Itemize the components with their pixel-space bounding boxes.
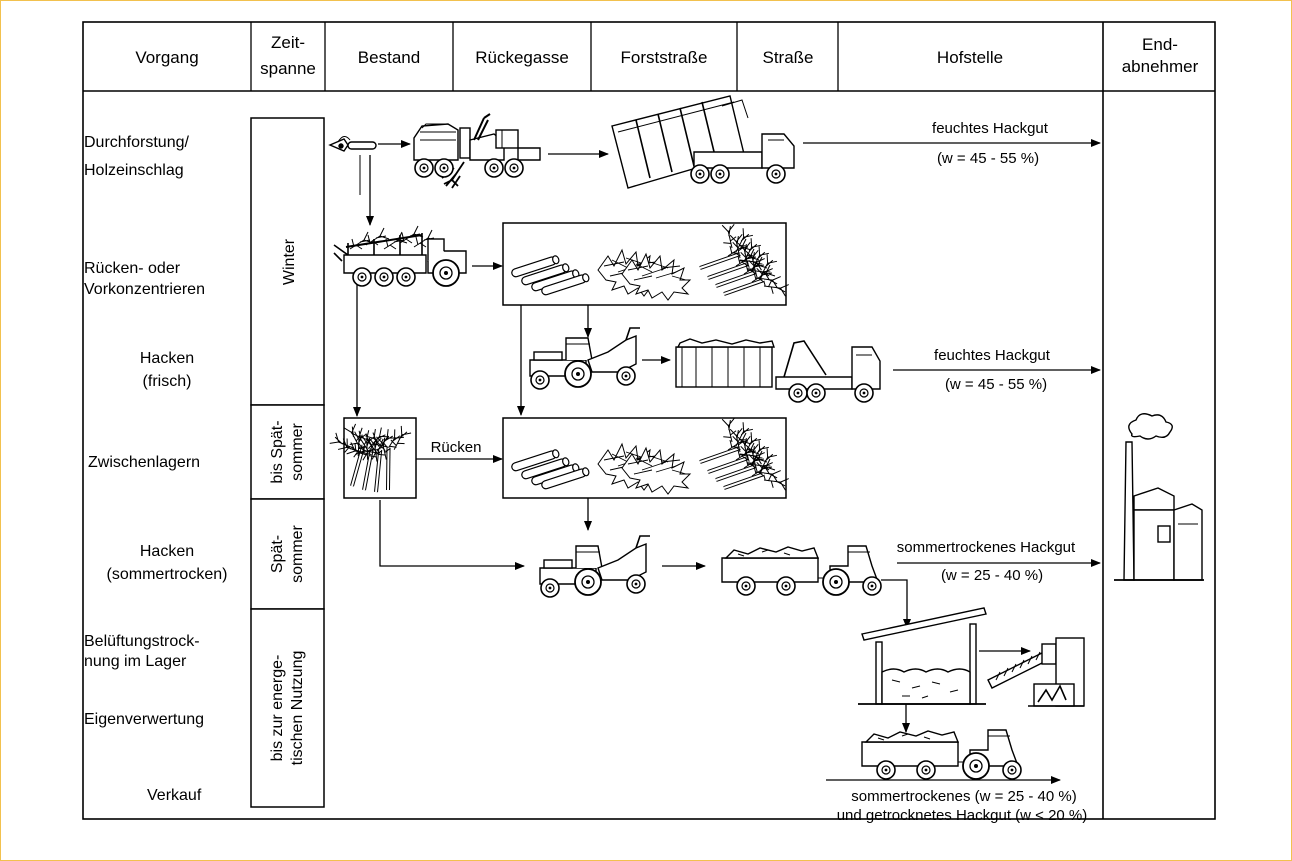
arrow-pile-to-chipper [379,500,525,570]
row-hacken-frisch-1: Hacken [140,350,194,367]
header-hofstelle: Hofstelle [937,48,1003,67]
label-sommertrockenes-hackgut: sommertrockenes Hackgut [897,539,1076,556]
period-bis-spaetsommer-1: bis Spät- [269,420,286,483]
row-durchforstung-1: Durchforstung/ [84,134,189,151]
tractor-trailer-icon [721,545,882,596]
period-column [250,117,325,808]
row-eigenverwertung: Eigenverwertung [84,711,204,728]
container-hooklift-icon [675,338,881,403]
header-bestand: Bestand [358,48,420,67]
tractor-chipper-icon-2 [539,535,650,598]
label-feuchtes-hackgut-1: feuchtes Hackgut [932,120,1049,137]
period-winter: Winter [281,238,298,285]
label-feuchtes-hackgut-2-w: (w = 45 - 55 %) [945,376,1047,393]
header-strasse: Straße [762,48,813,67]
row-hacken-frisch-2: (frisch) [143,373,192,390]
forwarder-icon [333,225,467,287]
period-spaetsommer-1: Spät- [269,535,286,573]
header-endabnehmer-1: End- [1142,35,1178,54]
period-bis-zur-2: tischen Nutzung [289,651,306,766]
row-belueftung-2: nung im Lager [84,653,187,670]
label-verkauf-1: sommertrockenes (w = 25 - 40 %) [851,788,1077,805]
row-durchforstung-2: Holzeinschlag [84,162,184,179]
row-zwischenlagern: Zwischenlagern [88,454,200,471]
power-plant-icon [1114,413,1204,581]
period-spaetsommer-2: sommer [289,524,306,582]
header-zeitspanne-2: spanne [260,59,316,78]
tractor-chipper-icon [529,327,640,390]
flow-arrows [353,139,1101,784]
row-hacken-sommer-1: Hacken [140,543,194,560]
header-rueckegasse: Rückegasse [475,48,569,67]
header-forststrasse: Forststraße [621,48,708,67]
chainsaw-icon [328,136,377,152]
label-feuchtes-hackgut-2: feuchtes Hackgut [934,347,1051,364]
container-truck-icon [611,95,795,189]
row-ruecken-2: Vorkonzentrieren [84,281,205,298]
label-verkauf-2: und getrocknetes Hackgut (w < 20 %) [837,807,1088,824]
header-zeitspanne-1: Zeit- [271,33,305,52]
label-ruecken: Rücken [431,439,482,456]
storage-shed-icon [858,607,987,705]
row-belueftung-1: Belüftungstrock- [84,633,200,650]
table-grid [82,21,1216,820]
harvester-icon [413,113,541,189]
header-vorgang: Vorgang [135,48,198,67]
arrow-trailer-to-shed [881,579,911,629]
period-bis-zur-1: bis zur energe- [269,655,286,762]
tractor-trailer-icon-2 [861,729,1022,780]
label-feuchtes-hackgut-1-w: (w = 45 - 55 %) [937,150,1039,167]
row-hacken-sommer-2: (sommertrocken) [107,566,228,583]
row-verkauf: Verkauf [147,787,202,804]
row-ruecken-1: Rücken- oder [84,260,181,277]
period-bis-spaetsommer-2: sommer [289,422,306,480]
label-sommertrockenes-w: (w = 25 - 40 %) [941,567,1043,584]
conveyor-icon [987,637,1085,707]
header-endabnehmer-2: abnehmer [1122,57,1199,76]
